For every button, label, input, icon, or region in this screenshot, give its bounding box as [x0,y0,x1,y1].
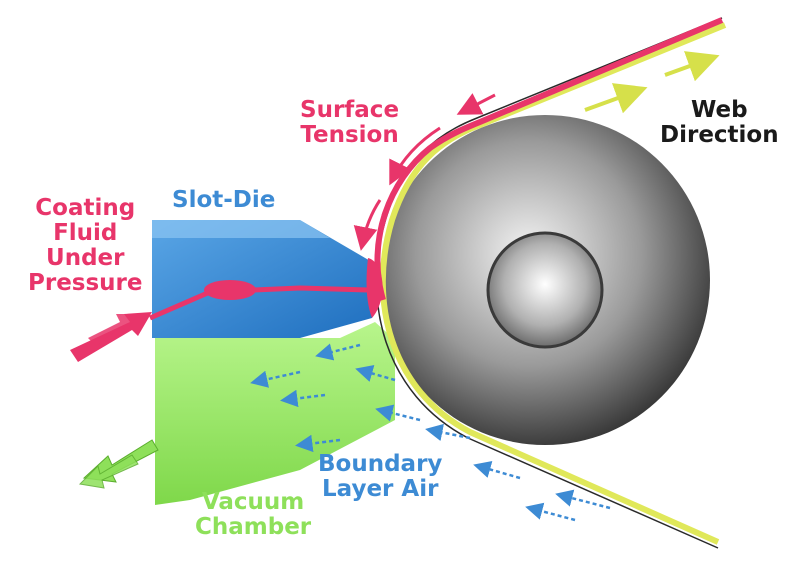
web-substrate [379,22,727,545]
boundary-layer-air-arrows [250,343,611,522]
label-web-direction: Web Direction [660,97,779,148]
label-coating-fluid: Coating Fluid Under Pressure [28,195,143,296]
slot-die-highlight [152,220,330,238]
roll-hub [486,231,604,349]
vacuum-outflow-arrows [78,439,159,489]
label-surface-tension: Surface Tension [300,97,400,148]
web-direction-arrows [584,51,720,114]
label-vacuum-chamber: Vacuum Chamber [195,489,312,540]
coating-manifold [204,280,256,300]
coating-bead [366,258,383,318]
coating-layer [374,17,724,301]
vacuum-chamber-region [155,322,395,505]
surface-tension-arrows [353,93,496,251]
slot-die-body [152,220,372,338]
label-slot-die: Slot-Die [172,187,276,213]
label-boundary-layer-air: Boundary Layer Air [318,451,443,502]
fluid-inflow-arrows [70,312,152,362]
